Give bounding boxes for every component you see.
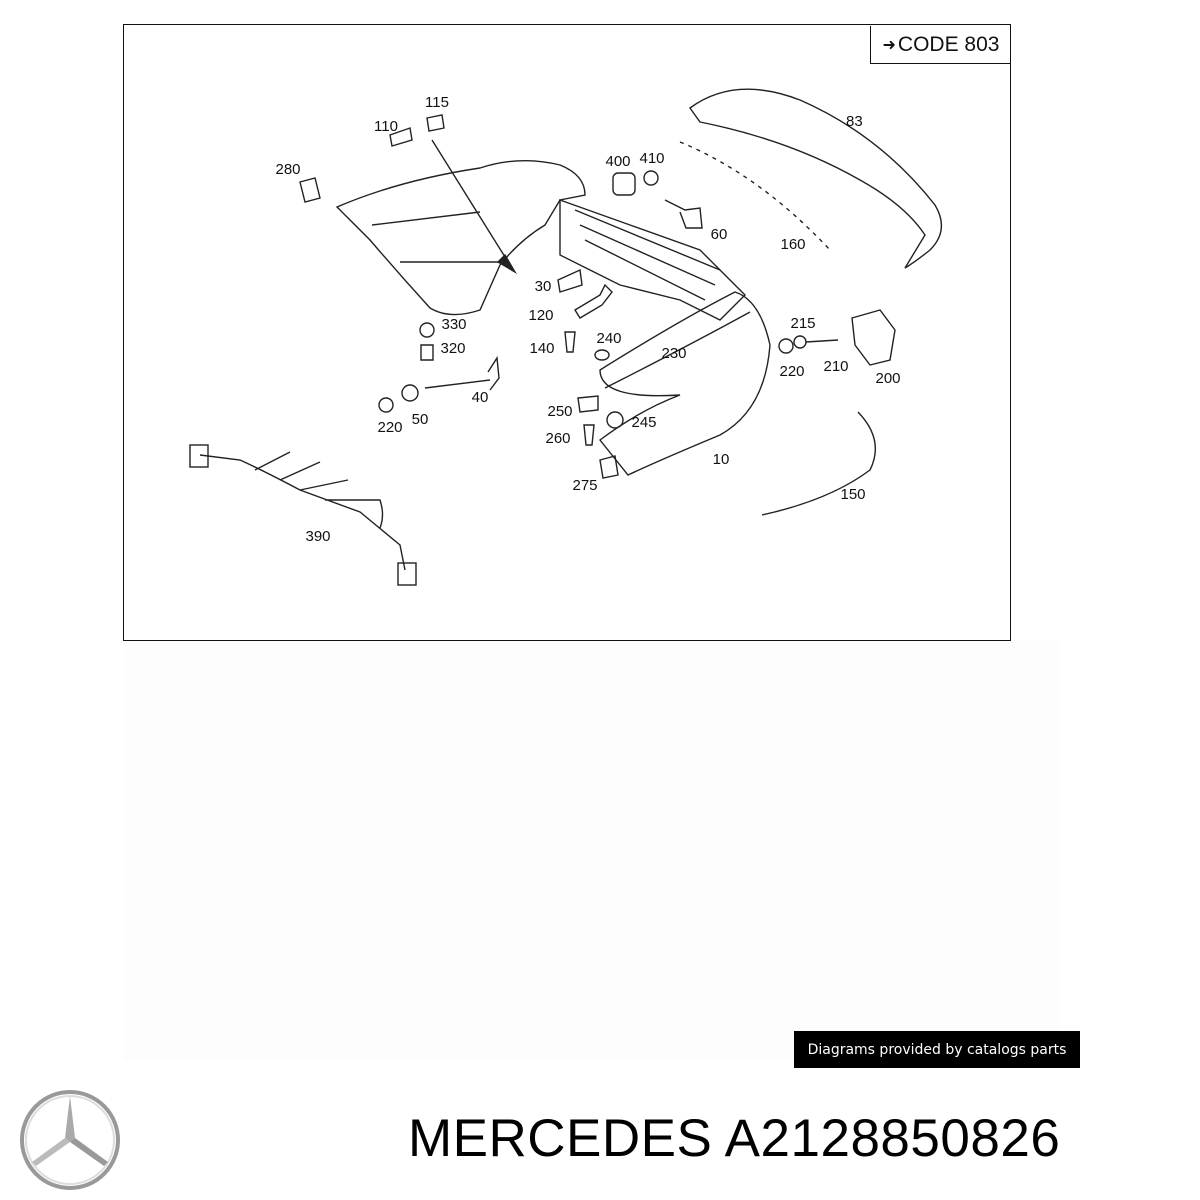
- label-30: 30: [535, 278, 552, 295]
- part-150-strip: [761, 411, 877, 516]
- part-220-nut-a: [378, 397, 394, 413]
- label-150: 150: [840, 486, 865, 503]
- code-label: CODE 803: [897, 32, 1000, 56]
- label-215: 215: [790, 315, 815, 332]
- brand-part-number: MERCEDES A2128850826: [408, 1109, 1061, 1168]
- label-110: 110: [374, 118, 398, 135]
- part-390-wiring-harness: [199, 451, 406, 571]
- diagram-background-panel: [123, 641, 1059, 1061]
- label-245: 245: [631, 414, 656, 431]
- label-260: 260: [545, 430, 570, 447]
- label-220-left: 220: [377, 419, 402, 436]
- part-200-bracket: [851, 309, 896, 366]
- code-803-box: ➜ CODE 803: [870, 26, 1011, 64]
- label-120: 120: [528, 307, 553, 324]
- mercedes-star-logo-icon: [20, 1090, 120, 1190]
- label-200: 200: [875, 370, 900, 387]
- label-210: 210: [823, 358, 848, 375]
- label-10: 10: [713, 451, 730, 468]
- part-245-washer: [606, 411, 624, 429]
- part-320-bolt: [420, 344, 434, 361]
- label-240: 240: [596, 330, 621, 347]
- label-390: 390: [305, 528, 330, 545]
- part-410-ring: [643, 170, 659, 186]
- part-280-bracket: [299, 177, 321, 203]
- part-275-clip: [599, 455, 619, 479]
- part-30-bracket: [557, 268, 583, 293]
- label-410: 410: [639, 150, 664, 167]
- label-115: 115: [425, 94, 449, 111]
- label-400: 400: [605, 153, 630, 170]
- part-140-screw: [564, 331, 576, 353]
- label-275: 275: [572, 477, 597, 494]
- part-10-bumper-cover: [335, 159, 586, 316]
- label-230: 230: [661, 345, 686, 362]
- part-120-bracket: [574, 283, 613, 319]
- label-320: 320: [440, 340, 465, 357]
- part-220-nut-b: [778, 338, 794, 354]
- label-220-right: 220: [779, 363, 804, 380]
- label-280: 280: [275, 161, 300, 178]
- part-210-bolt: [805, 339, 839, 343]
- label-330: 330: [441, 316, 466, 333]
- part-240-washer: [594, 349, 610, 361]
- part-250-clip: [577, 395, 599, 413]
- arrow-right-icon: ➜: [882, 36, 896, 54]
- label-250: 250: [547, 403, 572, 420]
- part-40-stud: [424, 355, 500, 391]
- diagram-credit-badge: Diagrams provided by catalogs parts: [794, 1031, 1080, 1068]
- part-110-clip: [389, 127, 413, 147]
- label-160: 160: [780, 236, 805, 253]
- part-60-connector: [664, 199, 703, 229]
- part-160-strip: [679, 141, 831, 251]
- part-215-washer: [793, 335, 807, 349]
- part-50-washer: [401, 384, 419, 402]
- label-60: 60: [711, 226, 728, 243]
- part-83-diffuser: [689, 88, 943, 269]
- label-140: 140: [529, 340, 554, 357]
- label-50: 50: [412, 411, 429, 428]
- label-40: 40: [472, 389, 489, 406]
- part-115-clip: [426, 114, 445, 132]
- part-260-screw: [583, 424, 595, 446]
- part-330-washer: [419, 322, 435, 338]
- label-83: 83: [846, 113, 863, 130]
- part-400-sensor: [612, 172, 636, 196]
